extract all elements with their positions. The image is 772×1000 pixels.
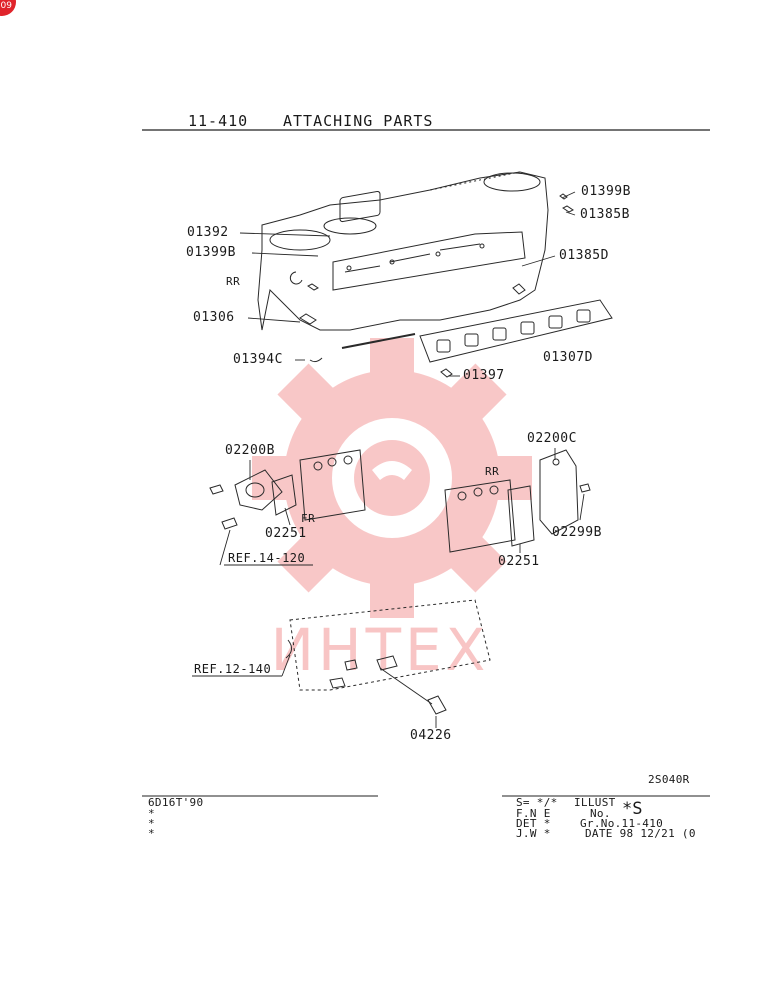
footer-model: 6D16T'90 — [148, 796, 204, 809]
footer-s-line: S= */* — [516, 796, 558, 809]
callout-02251-left: 02251 — [265, 526, 307, 541]
corner-badge-text: 09 — [0, 1, 12, 11]
ref-12-140: REF.12-140 — [194, 662, 272, 676]
footer-illust: ILLUST — [574, 796, 616, 809]
callout-01307d: 01307D — [543, 350, 593, 365]
callout-01385b: 01385B — [580, 207, 630, 222]
callout-01385d: 01385D — [559, 248, 609, 263]
leader-lines — [192, 191, 585, 728]
footer-big-s: *S — [622, 799, 643, 819]
footer-no: No. — [590, 807, 611, 820]
watermark-text: ИНТЕХ — [271, 616, 490, 684]
footer-grno: Gr.No.11-410 — [580, 817, 664, 830]
watermark-gear-icon — [252, 338, 532, 618]
footer-star-2: * — [148, 817, 155, 830]
callout-01399b-top: 01399B — [581, 184, 631, 199]
footer-det: DET * — [516, 817, 551, 830]
illustration-code: 2S040R — [648, 773, 690, 786]
direction-rr-lower: RR — [485, 465, 500, 478]
callout-02200b: 02200B — [225, 443, 275, 458]
callout-01392: 01392 — [187, 225, 229, 240]
direction-rr-upper: RR — [226, 275, 241, 288]
callout-02200c: 02200C — [527, 431, 577, 446]
section-code: 11-410 — [188, 112, 249, 130]
callout-01306: 01306 — [193, 310, 235, 325]
ref-14-120: REF.14-120 — [228, 551, 306, 565]
section-title: ATTACHING PARTS — [283, 112, 434, 130]
callout-01399b-left: 01399B — [186, 245, 236, 260]
footer-date: DATE 98 12/21 (0 — [585, 827, 696, 840]
cylinder-head-illustration — [209, 171, 613, 715]
footer-star-1: * — [148, 807, 155, 820]
direction-fr: FR — [301, 512, 316, 525]
callout-04226: 04226 — [410, 728, 452, 743]
callout-01397: 01397 — [463, 368, 505, 383]
callout-02299b: 02299B — [552, 525, 602, 540]
footer-fne: F.N E — [516, 807, 551, 820]
footer-star-3: * — [148, 827, 155, 840]
callout-02251-right: 02251 — [498, 554, 540, 569]
callout-01394c: 01394C — [233, 352, 283, 367]
footer-jw: J.W * — [516, 827, 551, 840]
